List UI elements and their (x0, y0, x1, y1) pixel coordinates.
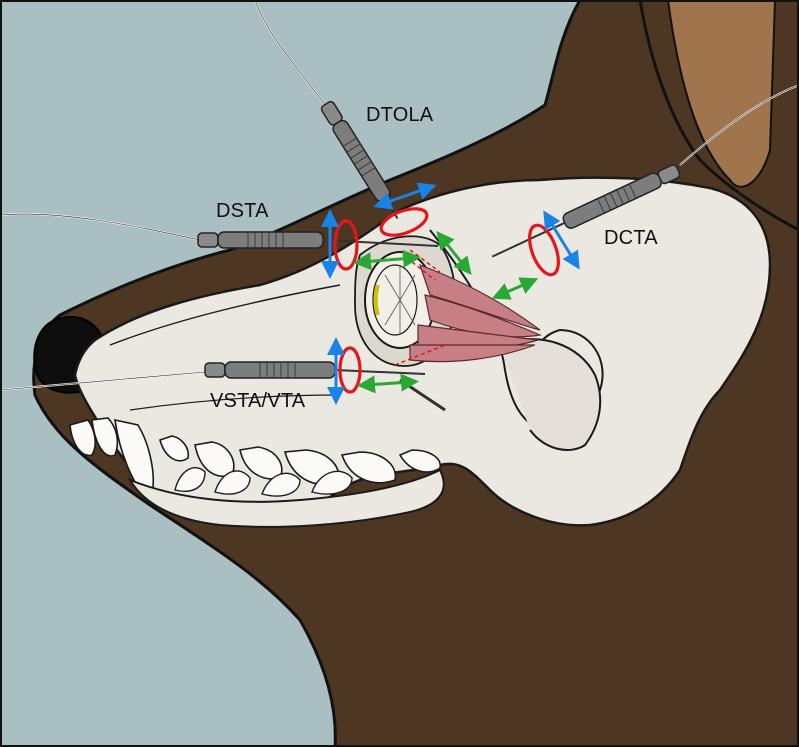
label-dcta: DCTA (604, 227, 658, 250)
label-dsta: DSTA (216, 200, 269, 223)
label-dtola: DTOLA (366, 104, 433, 127)
label-vsta-vta: VSTA/VTA (210, 390, 305, 413)
